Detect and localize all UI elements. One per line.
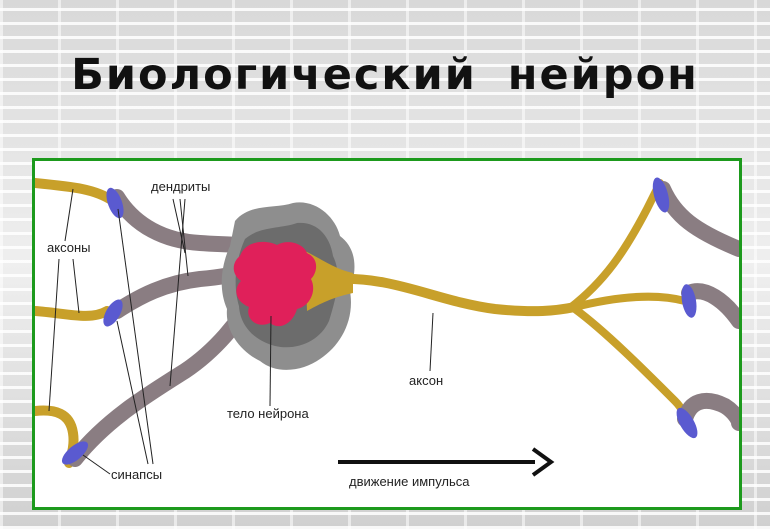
- axon-branch-top: [566, 179, 664, 312]
- neuron-diagram-frame: дендриты аксоны синапсы тело нейрона акс…: [32, 158, 742, 510]
- axon-branch-middle: [571, 292, 689, 311]
- dendrites-leader-1: [172, 198, 186, 254]
- soma-nucleus: [233, 241, 317, 327]
- axons-leader-1: [64, 188, 74, 242]
- synapse-right-top: [652, 177, 670, 213]
- label-synapses: синапсы: [111, 467, 162, 482]
- target-dendrite-middle: [681, 283, 739, 329]
- incoming-axon-middle: [35, 306, 112, 321]
- synapse-left-bottom: [61, 441, 89, 465]
- synapses-leader-3: [82, 454, 111, 475]
- target-dendrite-top: [655, 181, 739, 257]
- synapse-left-top: [106, 187, 124, 219]
- synapse-right-bottom: [676, 407, 698, 439]
- label-axon: аксон: [409, 373, 443, 388]
- synapses-leader-1: [117, 208, 154, 465]
- axon-hillock: [305, 251, 353, 311]
- dendrites-leader-2: [179, 198, 189, 277]
- axon-branch-bottom: [571, 305, 689, 427]
- label-soma: тело нейрона: [227, 406, 309, 421]
- soma-leader: [269, 315, 272, 407]
- label-axons: аксоны: [47, 240, 90, 255]
- dendrites-leader-3: [169, 198, 186, 387]
- slide-title: Биологический нейрон: [71, 50, 699, 100]
- synapses-leader-2: [116, 320, 149, 465]
- dendrite-bottom: [67, 288, 261, 467]
- axons-leader-3: [48, 258, 60, 412]
- impulse-arrow-head: [531, 447, 555, 477]
- axons-leader-2: [72, 258, 80, 314]
- synapse-right-middle: [681, 284, 697, 318]
- axon-main: [330, 273, 580, 317]
- incoming-axon-top: [35, 178, 118, 206]
- target-dendrite-bottom: [677, 392, 739, 431]
- label-dendrites: дендриты: [151, 179, 210, 194]
- synapse-left-middle: [103, 299, 123, 327]
- axon-leader: [429, 312, 434, 372]
- neuron-diagram: дендриты аксоны синапсы тело нейрона акс…: [35, 177, 739, 489]
- label-impulse: движение импульса: [349, 474, 470, 489]
